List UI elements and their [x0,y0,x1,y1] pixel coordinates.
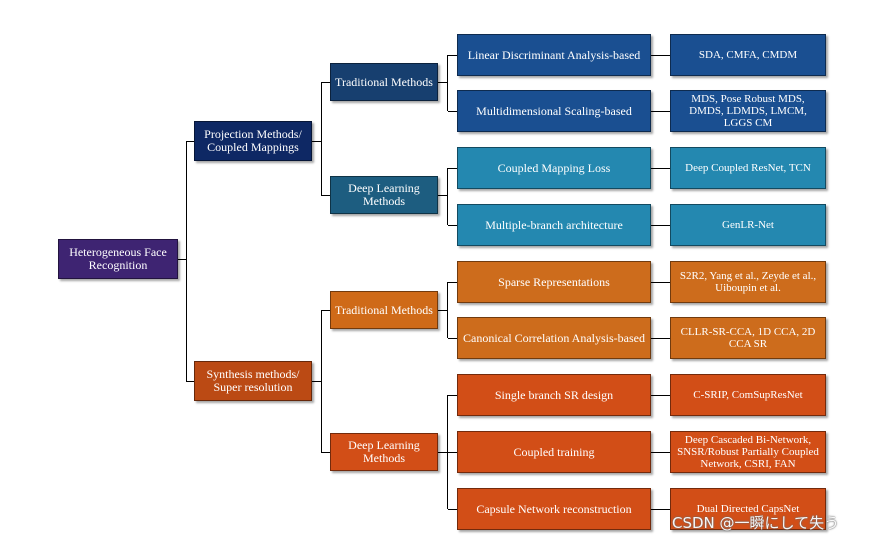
group-node: Traditional Methods [330,291,438,329]
group-connector-0-0-branch-0 [447,54,457,56]
method-node: Sparse Representations [457,261,651,303]
method-example-connector [651,451,670,453]
group-connector-0-0-spine [447,55,448,111]
method-example-connector [651,110,670,112]
group-connector-0-0-branch-1 [447,110,457,112]
group-node: Deep Learning Methods [330,176,438,214]
method-node: Multiple-branch architecture [457,204,651,246]
examples-node: Dual Directed CapsNet [670,488,826,530]
group-connector-1-1-branch-0 [447,394,457,396]
examples-node: Deep Cascaded Bi-Network, SNSR/Robust Pa… [670,431,826,473]
examples-node: Deep Coupled ResNet, TCN [670,147,826,189]
group-connector-1-0-spine [447,282,448,338]
group-connector-1-0-branch-0 [447,281,457,283]
examples-node: GenLR-Net [670,204,826,246]
group-connector-1-0-branch-1 [447,337,457,339]
group-connector-1-0-stem [438,309,448,311]
group-node: Deep Learning Methods [330,433,438,471]
method-example-connector [651,508,670,510]
branch-connector-0-stem [312,140,321,142]
examples-node: C-SRIP, ComSupResNet [670,374,826,416]
group-connector-1-1-branch-2 [447,508,457,510]
method-node: Linear Discriminant Analysis-based [457,34,651,76]
csdn-watermark: CSDN @一瞬にして失う [672,514,840,532]
branch-connector-1-spine [320,310,322,452]
method-example-connector [651,54,670,56]
examples-node: CLLR-SR-CCA, 1D CCA, 2D CCA SR [670,317,826,359]
branch-node: Synthesis methods/ Super resolution [194,361,312,401]
method-node: Coupled Mapping Loss [457,147,651,189]
branch-connector-0-branch-1 [321,194,330,196]
examples-node: SDA, CMFA, CMDM [670,34,826,76]
group-connector-0-1-branch-0 [447,167,457,169]
branch-connector-1-stem [312,380,321,382]
root-connector-branch-0 [186,140,194,142]
root-connector-branch-1 [186,380,194,382]
branch-connector-0-branch-0 [321,81,330,83]
method-node: Coupled training [457,431,651,473]
group-connector-0-1-stem [438,194,448,196]
group-connector-0-0-stem [438,81,448,83]
method-node: Capsule Network reconstruction [457,488,651,530]
group-node: Traditional Methods [330,63,438,101]
group-connector-1-1-stem [438,451,448,453]
method-example-connector [651,337,670,339]
examples-node: MDS, Pose Robust MDS, DMDS, LDMDS, LMCM,… [670,90,826,132]
method-node: Canonical Correlation Analysis-based [457,317,651,359]
branch-connector-1-branch-0 [321,309,330,311]
method-example-connector [651,167,670,169]
root-node: Heterogeneous Face Recognition [58,239,178,279]
method-node: Multidimensional Scaling-based [457,90,651,132]
examples-node: S2R2, Yang et al., Zeyde et al., Uiboupi… [670,261,826,303]
root-connector-stem [178,258,186,260]
root-connector-spine [185,141,187,381]
branch-connector-1-branch-1 [321,451,330,453]
group-connector-0-1-spine [447,168,448,225]
group-connector-0-1-branch-1 [447,224,457,226]
method-example-connector [651,281,670,283]
method-example-connector [651,224,670,226]
branch-connector-0-spine [320,82,322,195]
method-node: Single branch SR design [457,374,651,416]
method-example-connector [651,394,670,396]
group-connector-1-1-branch-1 [447,451,457,453]
branch-node: Projection Methods/ Coupled Mappings [194,121,312,161]
